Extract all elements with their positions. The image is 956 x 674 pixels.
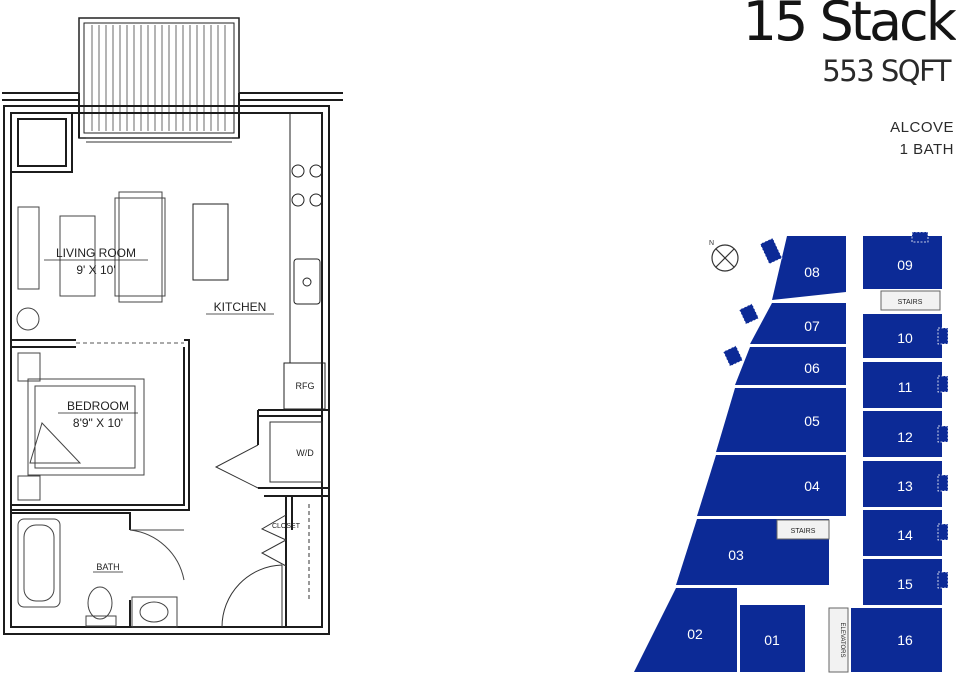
unit-balcony — [937, 571, 949, 589]
unit-16 — [851, 608, 942, 672]
unit-09 — [863, 236, 942, 289]
unit-label-02: 02 — [687, 626, 703, 642]
unit-label-08: 08 — [804, 264, 820, 280]
unit-balcony — [937, 375, 949, 393]
unit-04 — [697, 455, 846, 516]
unit-13 — [863, 461, 942, 507]
doors — [214, 421, 323, 628]
unit-10 — [863, 314, 942, 358]
balcony — [78, 17, 240, 139]
unit-balcony — [759, 237, 783, 265]
key-plan: N 01 02 03 04 05 06 07 08 09 10 11 12 13 14 15 16 STAIR… — [634, 231, 949, 673]
unit-type: ALCOVE — [890, 119, 954, 136]
bath-fixtures — [17, 518, 185, 628]
stairs-lower-label: STAIRS — [791, 528, 816, 535]
room-labels: LIVING ROOM 9' X 10' KITCHEN BEDROOM 8'9… — [44, 246, 315, 573]
unit-balcony — [937, 523, 949, 541]
floor-plan: LIVING ROOM 9' X 10' KITCHEN BEDROOM 8'9… — [2, 17, 343, 635]
living-furniture — [16, 191, 166, 331]
svg-text:N: N — [709, 240, 714, 247]
unit-label-16: 16 — [897, 632, 913, 648]
unit-label-09: 09 — [897, 257, 913, 273]
unit-balcony — [937, 327, 949, 345]
unit-label-12: 12 — [897, 429, 913, 445]
bedroom-dims: 8'9" X 10' — [73, 416, 123, 430]
kitchen-counter — [192, 112, 326, 410]
unit-blocks: 01 02 03 04 05 06 07 08 09 10 11 12 13 14 15 16 — [634, 231, 949, 672]
stairs-upper-label: STAIRS — [898, 299, 923, 306]
living-room-label: LIVING ROOM — [56, 246, 136, 260]
bedroom-furniture — [17, 352, 145, 501]
stack-area: 553 SQFT — [822, 54, 951, 88]
unit-balcony — [738, 303, 760, 325]
refrigerator-label: RFG — [296, 381, 315, 391]
unit-label-15: 15 — [897, 576, 913, 592]
unit-02 — [634, 588, 737, 672]
unit-11 — [863, 362, 942, 408]
unit-label-05: 05 — [804, 413, 820, 429]
unit-balcony — [937, 425, 949, 443]
unit-label-10: 10 — [897, 330, 913, 346]
bath-label: BATH — [96, 562, 119, 572]
elevators-label: ELEVATORS — [839, 622, 845, 657]
unit-01 — [740, 605, 805, 672]
unit-08 — [772, 236, 846, 300]
unit-balcony — [722, 345, 744, 367]
unit-label-13: 13 — [897, 478, 913, 494]
unit-label-14: 14 — [897, 527, 913, 543]
unit-label-03: 03 — [728, 547, 744, 563]
unit-05 — [716, 388, 846, 452]
unit-06 — [735, 347, 846, 385]
building-labels: STAIRS STAIRS ELEVATORS — [776, 290, 941, 673]
kitchen-label: KITCHEN — [214, 300, 267, 314]
unit-12 — [863, 411, 942, 457]
unit-label-06: 06 — [804, 360, 820, 376]
living-room-dims: 9' X 10' — [76, 263, 115, 277]
unit-label-01: 01 — [764, 632, 780, 648]
bedroom-label: BEDROOM — [67, 399, 129, 413]
unit-balcony — [911, 231, 929, 243]
unit-label-04: 04 — [804, 478, 820, 494]
unit-07 — [750, 303, 846, 344]
unit-label-11: 11 — [898, 379, 913, 395]
stack-title: 15 Stack — [742, 0, 956, 53]
washer-dryer-label: W/D — [296, 448, 314, 458]
interior-walls — [11, 113, 329, 627]
bath-count: 1 BATH — [899, 141, 954, 158]
closet-label: CLOSET — [272, 523, 301, 530]
unit-label-07: 07 — [804, 318, 820, 334]
unit-15 — [863, 559, 942, 605]
north-arrow-icon: N — [709, 240, 739, 272]
unit-balcony — [937, 474, 949, 492]
sliding-door — [86, 137, 232, 143]
unit-14 — [863, 510, 942, 556]
